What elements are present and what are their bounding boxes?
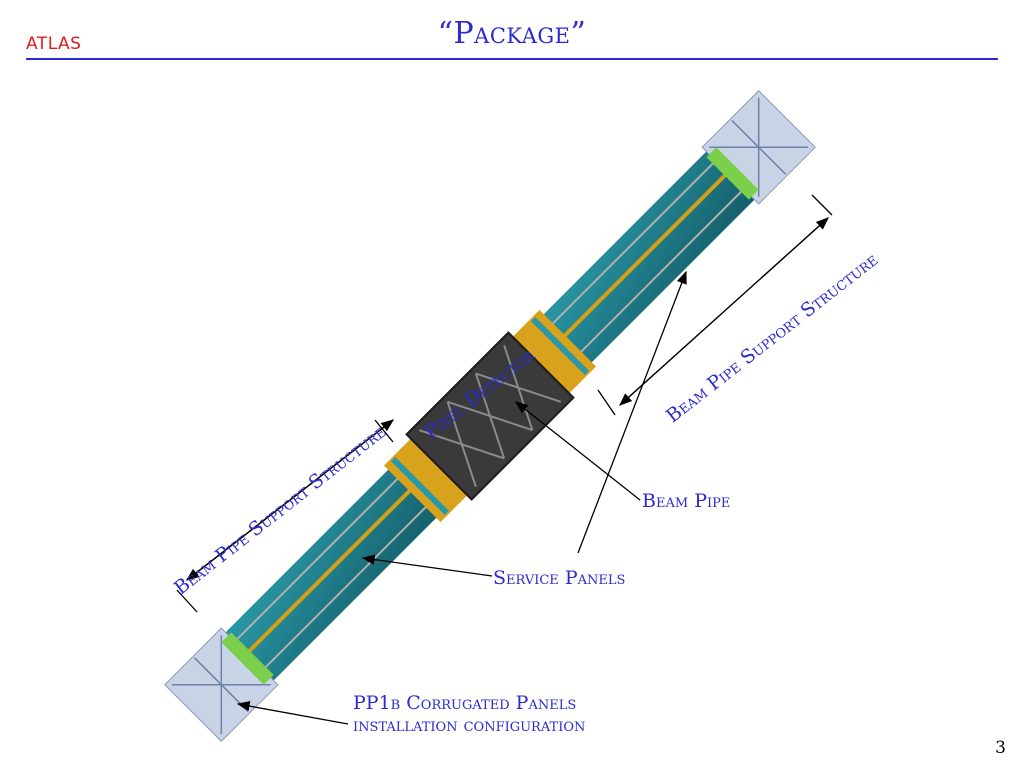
service-panel-left [225, 455, 451, 681]
label-beam-pipe: Beam Pipe [642, 490, 731, 512]
label-pp1b-line2: installation configuration [353, 714, 586, 736]
atlas-logo: ATLAS [26, 34, 82, 54]
label-pp1b-line1: PP1b Corrugated Panels [353, 692, 577, 714]
service-panel-right [529, 151, 755, 377]
assembly [164, 90, 816, 742]
label-service-panels: Service Panels [493, 567, 626, 589]
page-number: 3 [995, 738, 1006, 758]
title-underline [26, 58, 998, 60]
slide-title: “Package” [437, 16, 587, 51]
